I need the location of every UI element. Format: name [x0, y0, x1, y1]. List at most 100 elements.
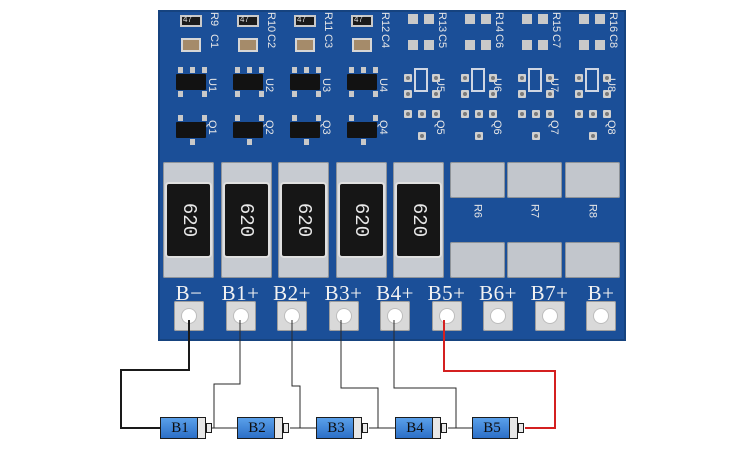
chip-lead — [292, 91, 297, 97]
chip-lead — [292, 67, 297, 73]
terminal-pad — [431, 301, 462, 331]
wire-b4-plus — [393, 320, 457, 428]
battery-label: B2 — [248, 420, 266, 436]
chip-lead — [259, 91, 264, 97]
chip-lead — [202, 115, 207, 121]
chip-lead — [235, 91, 240, 97]
resistor-pad — [507, 162, 562, 198]
empty-footprint-pad — [424, 40, 434, 50]
chip-lead — [349, 115, 354, 121]
chip-lead — [235, 67, 240, 73]
ic-chip — [347, 74, 377, 90]
chip-lead — [259, 67, 264, 73]
empty-footprint-pad — [432, 110, 440, 118]
chip-lead — [373, 115, 378, 121]
empty-footprint-pad — [589, 110, 597, 118]
smd-capacitor — [238, 38, 258, 52]
empty-footprint-outline — [528, 68, 542, 92]
empty-footprint-pad — [475, 110, 483, 118]
empty-footprint-pad — [603, 110, 611, 118]
mosfet — [176, 122, 206, 138]
empty-footprint-pad — [418, 110, 426, 118]
battery-label: B5 — [483, 420, 501, 436]
smd-code: 47 — [240, 15, 249, 24]
smd-capacitor — [181, 38, 201, 52]
terminal-pad — [586, 301, 616, 331]
resistor-pad — [564, 162, 620, 198]
chip-lead — [373, 67, 378, 73]
empty-footprint-pad — [518, 74, 526, 82]
empty-footprint-pad — [522, 14, 532, 24]
empty-footprint-pad — [461, 90, 469, 98]
empty-footprint-pad — [538, 14, 548, 24]
empty-footprint-pad — [432, 74, 440, 82]
empty-footprint-pad — [404, 90, 412, 98]
battery-terminal — [518, 423, 524, 433]
resistor-pad: 620 — [220, 162, 272, 278]
empty-footprint-pad — [408, 14, 418, 24]
empty-footprint-pad — [579, 14, 589, 24]
empty-footprint-pad — [538, 40, 548, 50]
chip-lead — [259, 115, 264, 121]
resistor-pad: 620 — [163, 162, 214, 278]
empty-footprint-pad — [461, 74, 469, 82]
resistor-pad — [449, 162, 505, 198]
wire-b2-plus — [291, 320, 301, 428]
chip-lead — [316, 91, 321, 97]
chip-lead — [292, 115, 297, 121]
chip-lead — [316, 115, 321, 121]
battery-band — [353, 418, 361, 438]
battery-band — [432, 418, 440, 438]
smd-resistor: 47 — [351, 15, 373, 27]
battery-terminal — [441, 423, 447, 433]
ic-chip — [290, 74, 320, 90]
chip-lead — [349, 67, 354, 73]
mosfet — [290, 122, 320, 138]
chip-lead — [304, 67, 309, 73]
empty-footprint-pad — [489, 110, 497, 118]
terminal-pad — [328, 301, 359, 331]
empty-footprint-pad — [408, 40, 418, 50]
empty-footprint-pad — [475, 132, 483, 140]
empty-footprint-pad — [489, 90, 497, 98]
empty-footprint-pad — [532, 110, 540, 118]
empty-footprint-outline — [414, 68, 428, 92]
empty-footprint-pad — [575, 90, 583, 98]
empty-footprint-pad — [424, 14, 434, 24]
smd-code: 47 — [354, 15, 363, 24]
empty-footprint-pad — [546, 74, 554, 82]
resistor-pad — [449, 242, 505, 278]
wire-b-minus — [120, 320, 190, 429]
shunt-resistor: 620 — [167, 184, 210, 256]
battery-label: B3 — [327, 420, 345, 436]
chip-lead — [178, 67, 183, 73]
empty-footprint-pad — [518, 110, 526, 118]
chip-lead — [304, 139, 309, 145]
chip-lead — [247, 139, 252, 145]
empty-footprint-pad — [461, 110, 469, 118]
battery-band — [274, 418, 282, 438]
battery-terminal — [362, 423, 368, 433]
chip-lead — [247, 67, 252, 73]
empty-footprint-pad — [481, 40, 491, 50]
chip-lead — [190, 139, 195, 145]
smd-code: 47 — [183, 15, 192, 24]
chip-lead — [178, 91, 183, 97]
empty-footprint-pad — [603, 90, 611, 98]
wire-b5-plus — [443, 320, 556, 429]
shunt-resistor: 620 — [282, 184, 325, 256]
empty-footprint-pad — [418, 132, 426, 140]
resistor-pad: 620 — [278, 162, 329, 278]
ic-chip — [176, 74, 206, 90]
empty-footprint-pad — [522, 40, 532, 50]
shunt-resistor: 620 — [339, 184, 383, 256]
chip-lead — [361, 67, 366, 73]
resistor-pad — [507, 242, 562, 278]
empty-footprint-pad — [575, 74, 583, 82]
empty-footprint-pad — [589, 132, 597, 140]
wire-b3-plus — [340, 320, 379, 428]
terminal-pad — [534, 301, 565, 331]
terminal-pad — [483, 301, 513, 331]
